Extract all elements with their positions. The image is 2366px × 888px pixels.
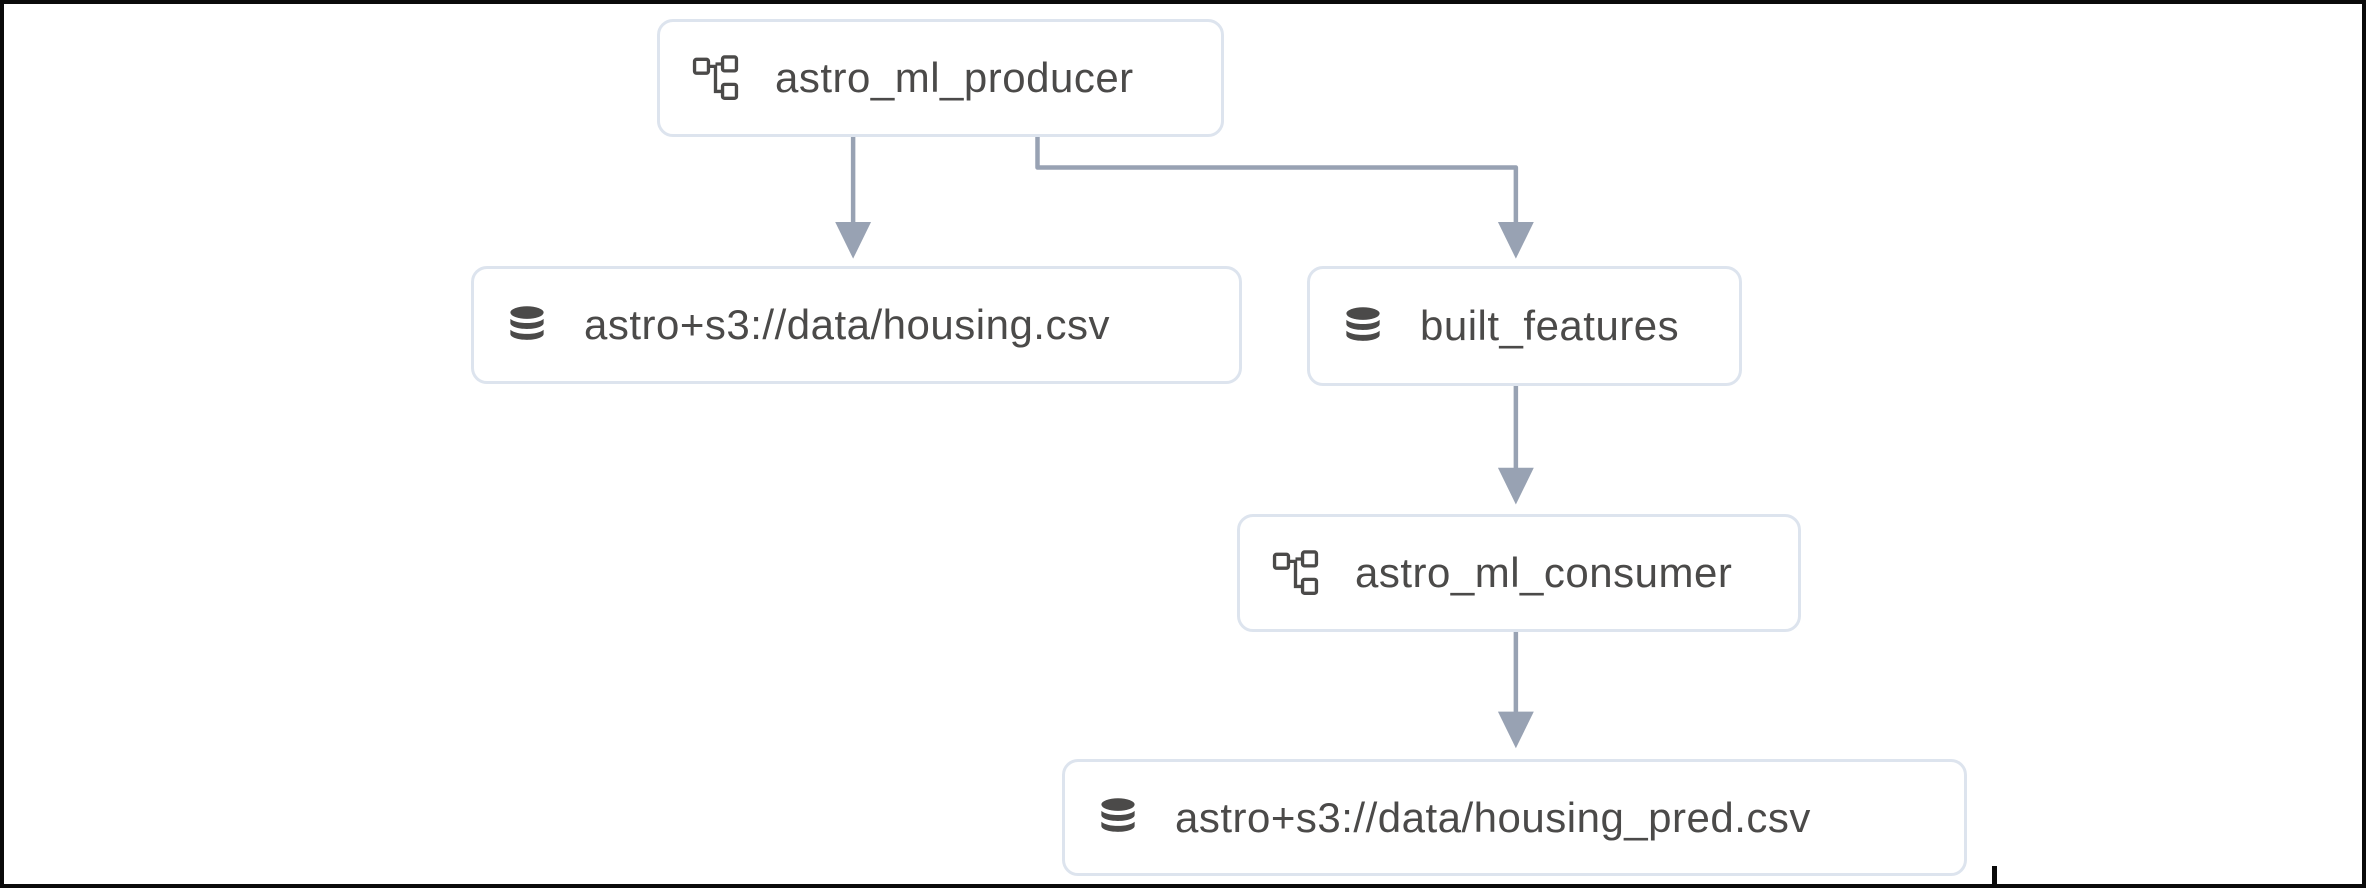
- dag-icon: [692, 54, 739, 102]
- node-label: astro_ml_producer: [775, 54, 1134, 101]
- dag-icon: [1272, 549, 1319, 597]
- graph-node-built_features[interactable]: built_features: [1307, 266, 1742, 386]
- database-icon: [1097, 793, 1139, 842]
- node-label: astro+s3://data/housing.csv: [584, 301, 1110, 348]
- graph-node-housing_pred_csv[interactable]: astro+s3://data/housing_pred.csv: [1062, 759, 1967, 876]
- graph-node-housing_csv[interactable]: astro+s3://data/housing.csv: [471, 266, 1242, 384]
- database-icon: [1342, 302, 1384, 351]
- node-label: built_features: [1420, 302, 1680, 349]
- cropped-ui-fragment: [1992, 866, 1997, 884]
- graph-node-astro_ml_producer[interactable]: astro_ml_producer: [657, 19, 1224, 137]
- node-label: astro_ml_consumer: [1355, 549, 1733, 596]
- nodes-layer: astro_ml_producer astro+s3://data/housin…: [4, 4, 2362, 884]
- node-label: astro+s3://data/housing_pred.csv: [1175, 793, 1811, 841]
- graph-node-astro_ml_consumer[interactable]: astro_ml_consumer: [1237, 514, 1801, 632]
- database-icon: [506, 301, 548, 350]
